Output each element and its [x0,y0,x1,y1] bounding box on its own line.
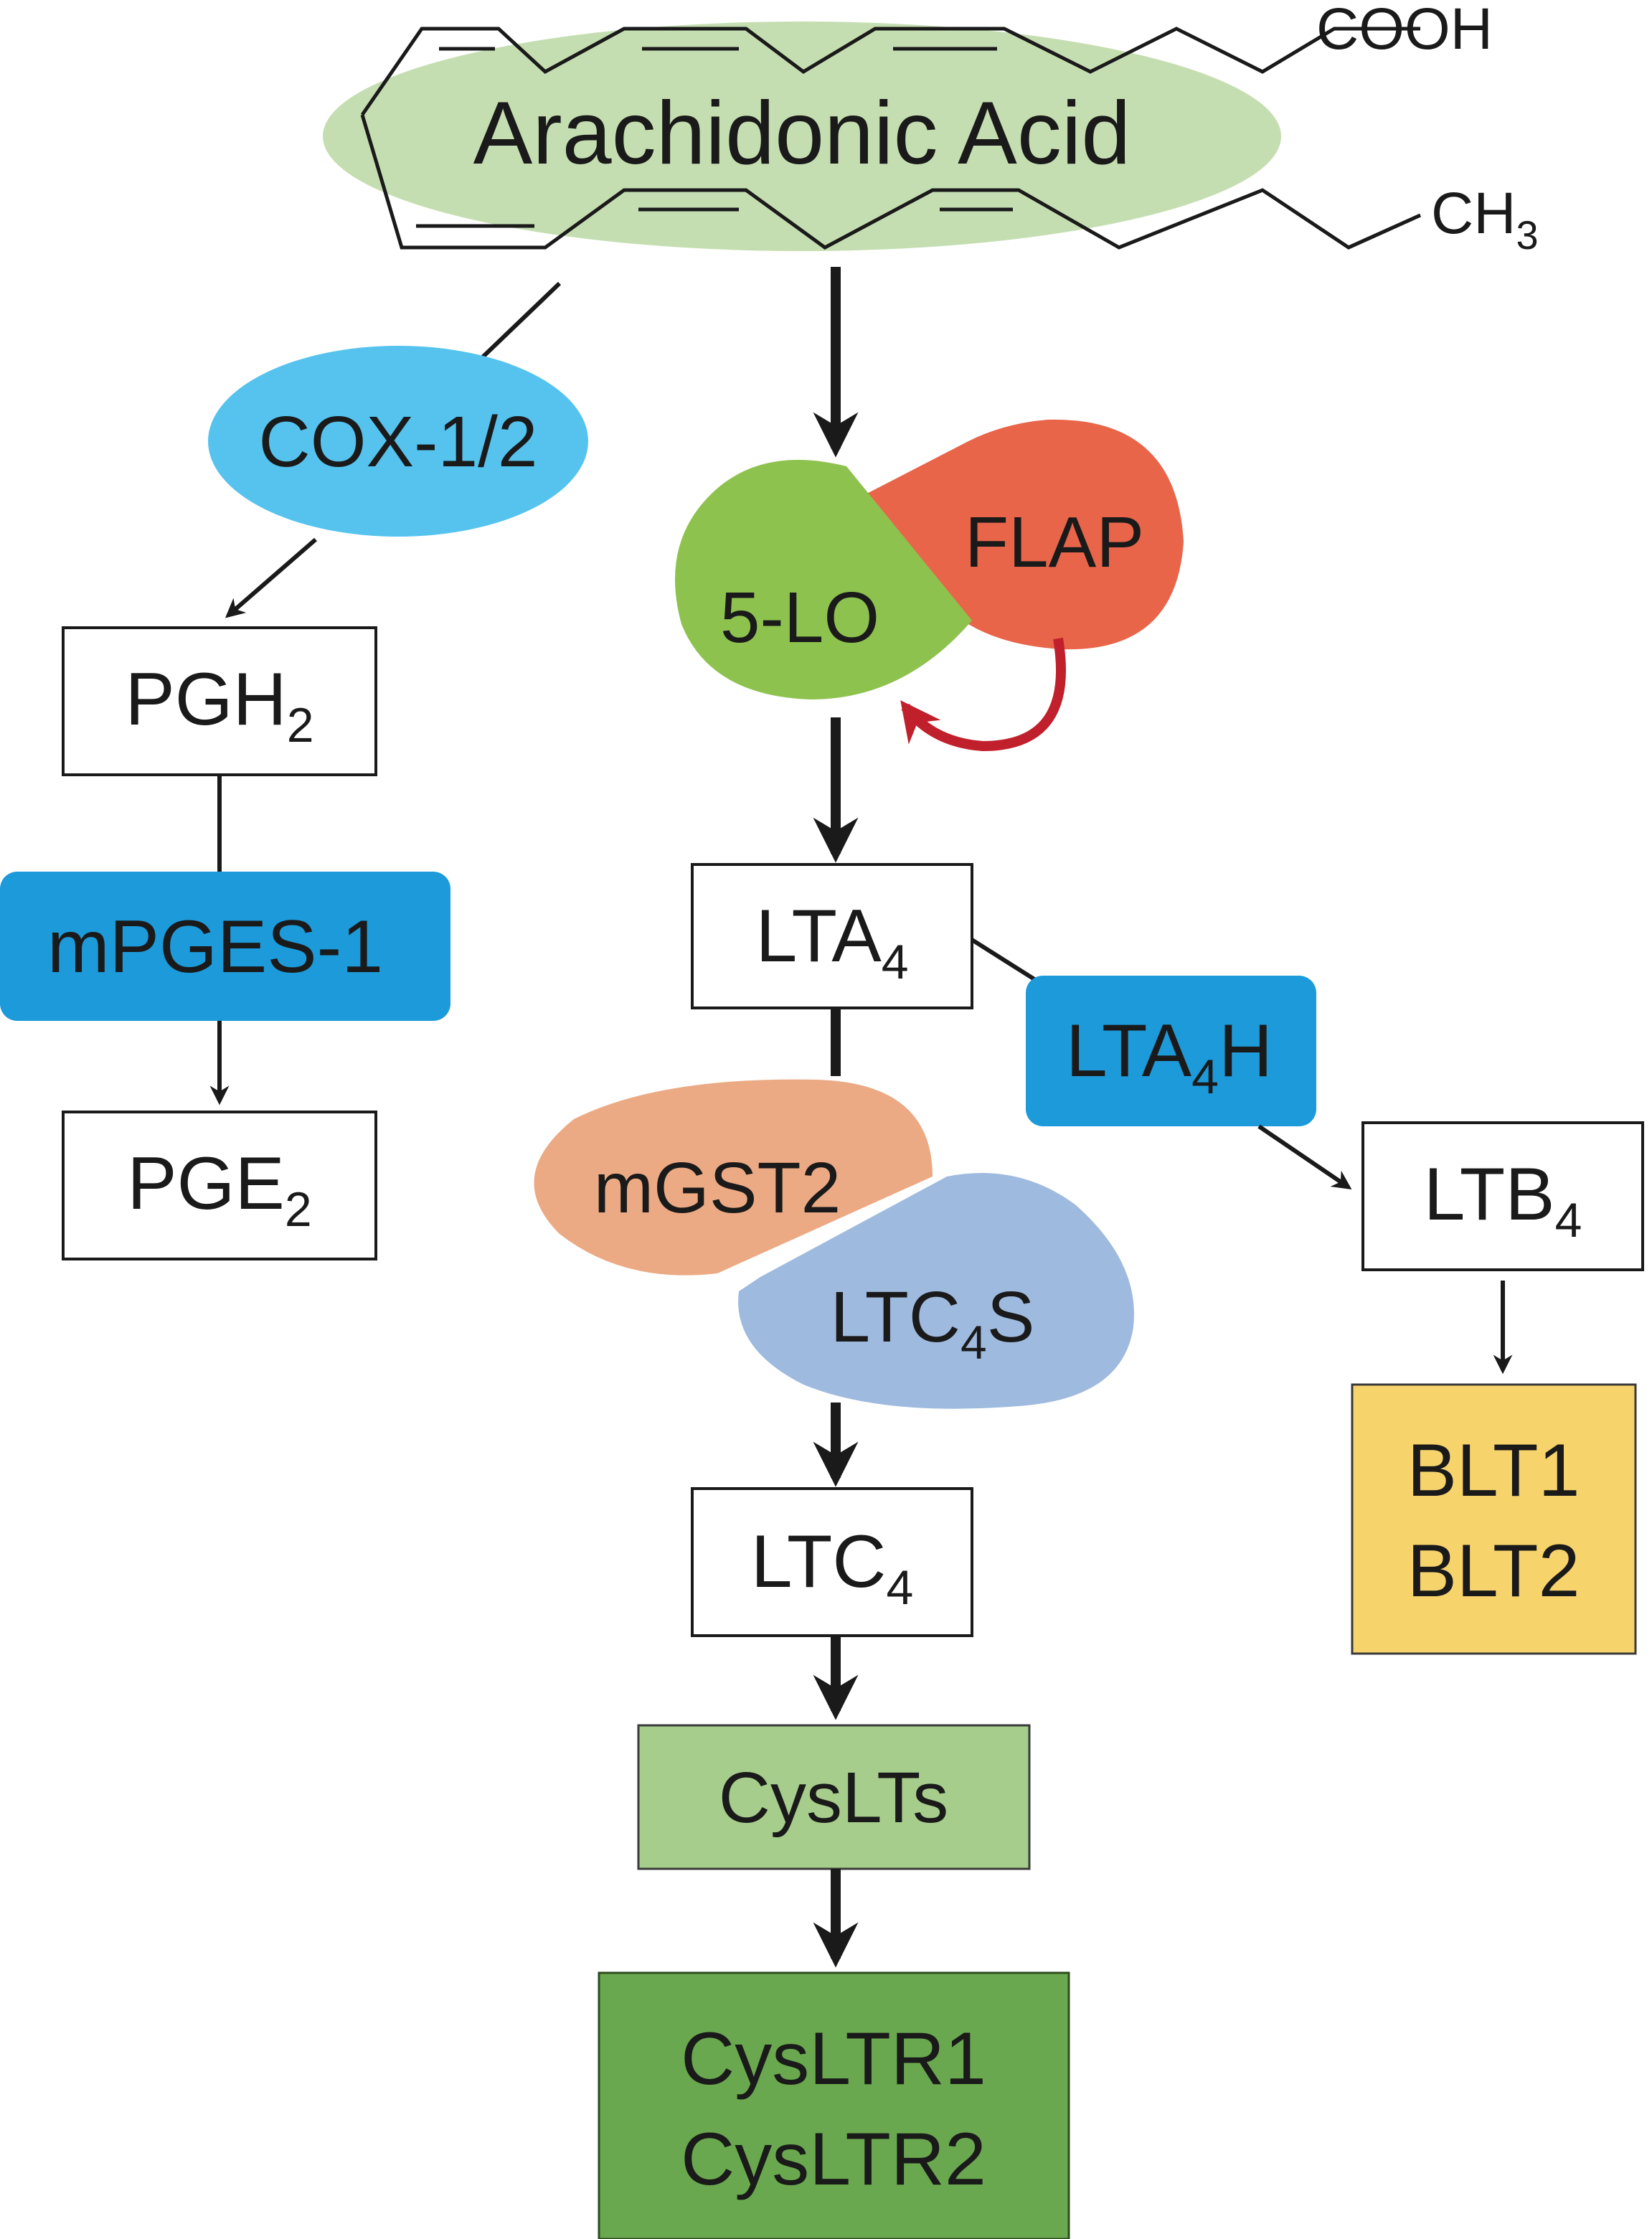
arachidonic-acid-ellipse [323,22,1281,251]
ltc4-box [691,1487,973,1637]
pgh2-label: PGH2 [125,658,313,753]
line-lta4-to-lta4h [971,938,1042,985]
cox-enzyme: COX-1/2 [208,346,588,537]
lta4-box [691,863,973,1009]
ltc4s-label: LTC4S [831,1277,1035,1369]
mgst2-shape [534,1079,933,1276]
pge2-node: PGE2 [62,1111,377,1260]
blt-node: BLT1 BLT2 [1351,1383,1637,1655]
cysltr-box [598,1971,1070,2239]
mpges-box [0,872,450,1021]
chain-upper [360,27,1420,116]
arachidonic-acid-node: Arachidonic Acid COOH CH3 [323,0,1539,258]
flap-enzyme: FLAP [857,419,1184,650]
arrow-lta4h-to-ltb4 [1257,1124,1352,1190]
pgh2-node: PGH2 [62,626,377,776]
arachidonic-acid-label: Arachidonic Acid [473,84,1131,183]
blt-box [1351,1383,1637,1655]
5lo-enzyme: 5-LO [675,460,972,699]
arrow-aa-to-cox [471,281,562,368]
cyslts-box [637,1724,1031,1870]
cysltr1-label: CysLTR1 [681,2017,986,2101]
ltb4-label: LTB4 [1424,1153,1582,1248]
cysltr2-label: CysLTR2 [681,2118,986,2201]
cyslts-node: CysLTs [637,1724,1031,1870]
mgst2-enzyme: mGST2 [534,1079,933,1276]
blt2-label: BLT2 [1407,1529,1580,1613]
cyslts-label: CysLTs [719,1758,948,1838]
ltc4s-shape [738,1173,1134,1409]
arrow-cox-to-pgh2 [225,537,317,618]
cox-ellipse [208,346,588,537]
chain-lower [360,114,1422,250]
5lo-shape [675,460,972,699]
flap-to-5lo-feedback-arrow [900,637,1066,752]
carboxyl-label: COOH [1316,0,1493,62]
mpges-label: mPGES-1 [47,905,383,989]
blt1-label: BLT1 [1407,1429,1580,1512]
pgh2-box [62,626,377,776]
cox-label: COX-1/2 [258,402,537,482]
cysltr-node: CysLTR1 CysLTR2 [598,1971,1070,2239]
lta4h-label: LTA4H [1066,1009,1273,1104]
ltb4-node: LTB4 [1361,1121,1644,1271]
lta4-label: LTA4 [755,895,908,989]
lta4h-enzyme: LTA4H [1026,976,1316,1126]
flap-shape [857,419,1184,650]
mpges-enzyme: mPGES-1 [0,872,450,1021]
ltc4-label: LTC4 [751,1520,914,1615]
ltc4s-enzyme: LTC4S [738,1173,1134,1409]
lta4-node: LTA4 [691,863,973,1009]
pge2-label: PGE2 [127,1142,311,1237]
methyl-label: CH3 [1431,181,1539,258]
ltb4-box [1361,1121,1644,1271]
5lo-label: 5-LO [720,578,879,658]
mgst2-label: mGST2 [594,1148,841,1228]
lta4h-box [1026,976,1316,1126]
pge2-box [62,1111,377,1260]
flap-label: FLAP [965,502,1144,583]
ltc4-node: LTC4 [691,1487,973,1637]
